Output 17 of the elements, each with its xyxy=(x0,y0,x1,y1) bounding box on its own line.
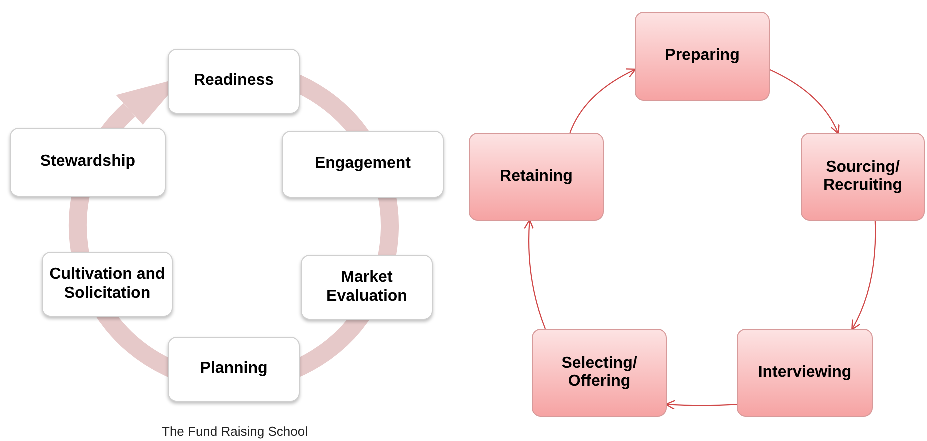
process-box: Market Evaluation xyxy=(301,255,433,320)
curved-arrow xyxy=(770,69,840,134)
process-box: Interviewing xyxy=(737,329,873,417)
curved-arrow xyxy=(666,400,738,410)
process-box: Sourcing/ Recruiting xyxy=(801,133,925,221)
process-box: Retaining xyxy=(469,133,604,221)
process-box: Selecting/ Offering xyxy=(532,329,667,417)
process-box: Readiness xyxy=(168,49,300,114)
curved-arrow xyxy=(852,220,876,330)
curved-arrow xyxy=(570,68,636,134)
process-box: Stewardship xyxy=(10,128,166,197)
process-box: Cultivation and Solicitation xyxy=(42,252,173,317)
curved-arrow xyxy=(524,220,546,330)
process-box: Preparing xyxy=(635,12,770,101)
process-box: Planning xyxy=(168,337,300,402)
caption: The Fund Raising School xyxy=(161,424,309,439)
process-box: Engagement xyxy=(282,131,444,198)
